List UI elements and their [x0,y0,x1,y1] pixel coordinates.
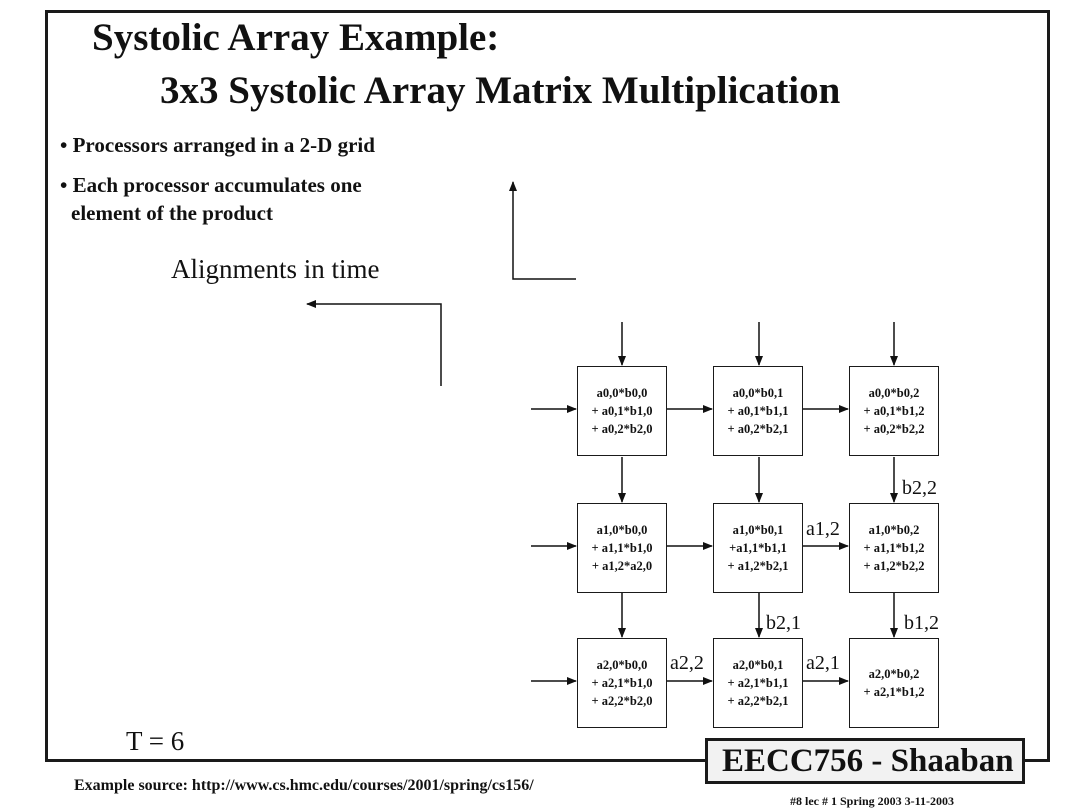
slide-subtitle: 3x3 Systolic Array Matrix Multiplication [160,69,841,112]
input-label-a21: a2,1 [806,652,840,674]
pe-cell-2-0: a2,0*b0,0 + a2,1*b1,0 + a2,2*b2,0 [577,638,667,728]
cell-term: + a0,2*b2,1 [727,422,789,436]
pe-cell-2-2: a2,0*b0,2 + a2,1*b1,2 [849,638,939,728]
pe-cell-0-0: a0,0*b0,0 + a0,1*b1,0 + a0,2*b2,0 [577,366,667,456]
input-label-b22: b2,2 [902,477,937,499]
cell-term: + a1,2*a2,0 [591,559,653,573]
cell-term: a1,0*b0,1 [732,523,784,537]
cell-term: + a2,1*b1,1 [727,676,789,690]
cell-term: + a2,2*b2,1 [727,694,789,708]
course-logo: EECC756 - Shaaban [705,738,1025,784]
cell-term: a0,0*b0,0 [596,386,648,400]
cell-term: + a0,1*b1,2 [863,404,925,418]
time-step-label: T = 6 [126,726,185,756]
slide-title: Systolic Array Example: [92,16,500,59]
pe-cell-2-1: a2,0*b0,1 + a2,1*b1,1 + a2,2*b2,1 [713,638,803,728]
cell-term: + a1,1*b1,0 [591,541,653,555]
slide-footer: #8 lec # 1 Spring 2003 3-11-2003 [790,794,954,808]
cell-term: + a1,2*b2,2 [863,559,925,573]
cell-term: + a1,1*b1,2 [863,541,925,555]
alignment-label: Alignments in time [171,254,380,284]
cell-term: + a0,1*b1,0 [591,404,653,418]
cell-term: a1,0*b0,0 [596,523,648,537]
alignment-arrow-left [306,300,442,386]
pe-cell-0-2: a0,0*b0,2 + a0,1*b1,2 + a0,2*b2,2 [849,366,939,456]
pe-cell-1-1: a1,0*b0,1 +a1,1*b1,1 + a1,2*b2,1 [713,503,803,593]
cell-term: + a2,1*b1,0 [591,676,653,690]
bullet-grid: • Processors arranged in a 2-D grid [60,133,375,157]
cell-term: a0,0*b0,1 [732,386,784,400]
input-label-b21: b2,1 [766,612,801,634]
cell-term: a2,0*b0,1 [732,658,784,672]
cell-term: a0,0*b0,2 [868,386,920,400]
bullet-accumulate-cont: element of the product [71,201,273,225]
cell-term: a1,0*b0,2 [868,523,920,537]
logo-text: EECC756 - Shaaban [722,743,1014,779]
cell-term: a2,0*b0,2 [868,667,920,681]
input-label-a22: a2,2 [670,652,704,674]
alignment-arrow-up [509,181,576,280]
slide-frame [45,10,1050,762]
cell-term: +a1,1*b1,1 [729,541,787,555]
cell-term: + a2,1*b1,2 [863,685,925,699]
pe-cell-0-1: a0,0*b0,1 + a0,1*b1,1 + a0,2*b2,1 [713,366,803,456]
pe-cell-1-0: a1,0*b0,0 + a1,1*b1,0 + a1,2*a2,0 [577,503,667,593]
bullet-accumulate: • Each processor accumulates one [60,173,362,197]
cell-term: a2,0*b0,0 [596,658,648,672]
cell-term: + a0,1*b1,1 [727,404,789,418]
cell-term: + a2,2*b2,0 [591,694,653,708]
input-label-b12: b1,2 [904,612,939,634]
cell-term: + a0,2*b2,0 [591,422,653,436]
input-label-a12: a1,2 [806,518,840,540]
pe-cell-1-2: a1,0*b0,2 + a1,1*b1,2 + a1,2*b2,2 [849,503,939,593]
source-citation: Example source: http://www.cs.hmc.edu/co… [74,777,534,794]
cell-term: + a0,2*b2,2 [863,422,925,436]
cell-term: + a1,2*b2,1 [727,559,789,573]
